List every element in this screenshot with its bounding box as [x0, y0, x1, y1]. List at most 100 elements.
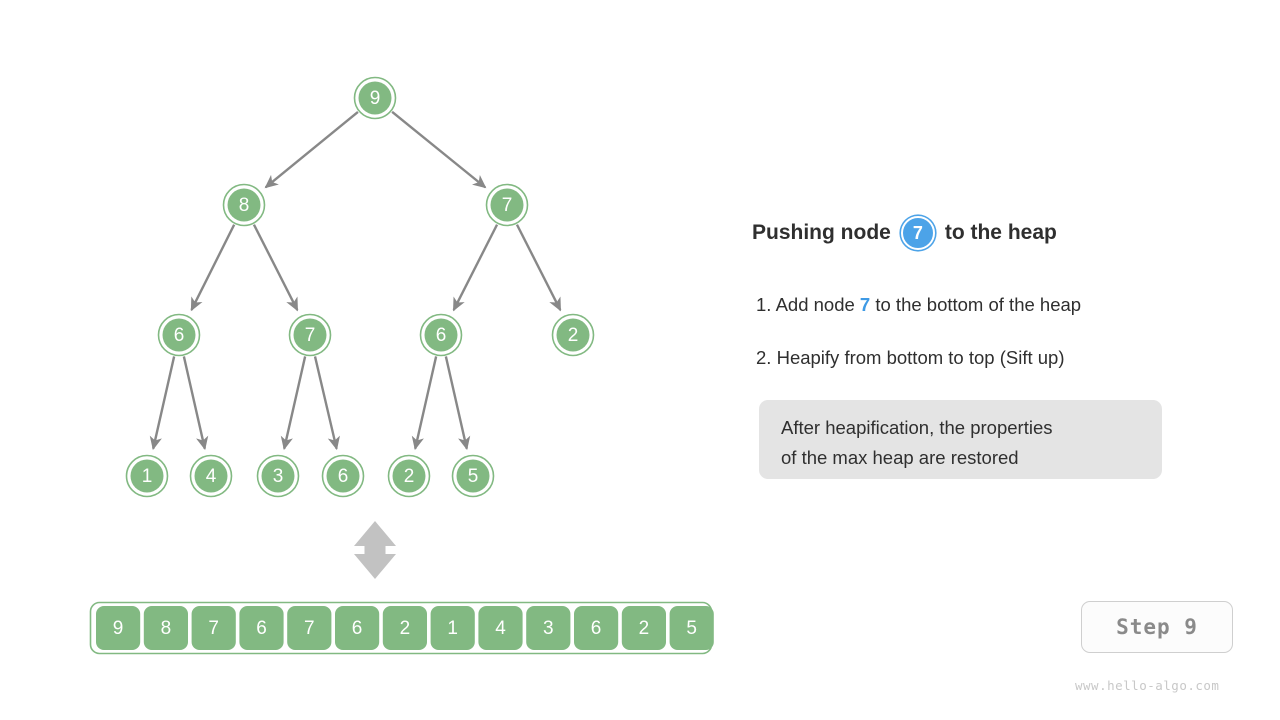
array-cell[interactable]: 6 — [239, 606, 284, 650]
tree-nodes: 9 8 7 6 7 6 2 1 4 3 6 2 5 — [125, 76, 595, 498]
tree-node-value: 4 — [206, 466, 217, 487]
tree-node-circle — [261, 459, 295, 493]
array-cell-box — [335, 606, 380, 650]
tree-node-circle — [456, 459, 490, 493]
tree-node-ring — [222, 183, 266, 227]
array-cell-box — [239, 606, 284, 650]
tree-edge — [313, 356, 340, 451]
tree-node-ring — [551, 313, 595, 357]
tree-edge — [264, 110, 359, 189]
array-cell[interactable]: 6 — [574, 606, 619, 650]
tree-node[interactable]: 4 — [189, 454, 233, 498]
tree-edge — [149, 356, 176, 451]
tree-node-circle — [358, 81, 392, 115]
tree-node-ring — [256, 454, 300, 498]
tree-node[interactable]: 6 — [321, 454, 365, 498]
tree-node-ring — [288, 313, 332, 357]
tree-node[interactable]: 3 — [256, 454, 300, 498]
array-cell[interactable]: 4 — [478, 606, 523, 650]
tree-node-value: 2 — [404, 466, 415, 487]
tree-node-circle — [130, 459, 164, 493]
tree-node-value: 1 — [142, 466, 153, 487]
array-cell[interactable]: 6 — [335, 606, 380, 650]
tree-edge — [182, 356, 209, 451]
tree-node[interactable]: 2 — [387, 454, 431, 498]
tree-node-ring — [451, 454, 495, 498]
array-cell-value: 7 — [304, 618, 315, 639]
tree-edge — [444, 356, 471, 451]
array-cell-value: 7 — [208, 618, 219, 639]
tree-node-value: 6 — [174, 325, 185, 346]
step-counter-badge: Step 9 — [1081, 601, 1233, 653]
tree-node[interactable]: 2 — [551, 313, 595, 357]
tree-node-value: 6 — [338, 466, 349, 487]
tree-edge — [252, 224, 299, 312]
tree-node[interactable]: 7 — [288, 313, 332, 357]
array-cell[interactable]: 2 — [382, 606, 427, 650]
tree-node-ring — [125, 454, 169, 498]
tree-node[interactable]: 8 — [222, 183, 266, 227]
tree-node-value: 9 — [370, 88, 381, 109]
tree-node-ring — [353, 76, 397, 120]
tree-node-value: 8 — [239, 195, 250, 216]
step-2-text-pre: Heapify from bottom to top (Sift up) — [776, 347, 1065, 368]
step-1-number: 1. — [756, 294, 772, 315]
tree-edge — [515, 224, 562, 312]
tree-node-circle — [424, 318, 458, 352]
array-cell-value: 9 — [113, 618, 124, 639]
tree-node-ring — [485, 183, 529, 227]
array-cell[interactable]: 1 — [430, 606, 475, 650]
array-cell[interactable]: 5 — [669, 606, 714, 650]
tree-node-circle — [556, 318, 590, 352]
tree-edge — [280, 356, 307, 451]
tree-node-circle — [392, 459, 426, 493]
tree-node[interactable]: 1 — [125, 454, 169, 498]
tree-node-value: 3 — [273, 466, 284, 487]
step-1-text-post: to the bottom of the heap — [875, 294, 1082, 315]
tree-node-ring — [387, 454, 431, 498]
array-cell-box — [478, 606, 523, 650]
instruction-step-2: 2. Heapify from bottom to top (Sift up) — [756, 347, 1064, 369]
array-cell-value: 5 — [686, 618, 697, 639]
array-cell-box — [191, 606, 236, 650]
tree-node-ring — [419, 313, 463, 357]
array-cell[interactable]: 9 — [96, 606, 141, 650]
tree-edge — [411, 356, 438, 451]
array-cell-value: 8 — [161, 618, 172, 639]
instruction-step-1: 1. Add node 7 to the bottom of the heap — [756, 294, 1081, 316]
array-cell-value: 1 — [447, 618, 458, 639]
tree-node-value: 2 — [568, 325, 579, 346]
tree-node-ring — [189, 454, 233, 498]
array-cell[interactable]: 8 — [143, 606, 188, 650]
array-cell-value: 4 — [495, 618, 506, 639]
array-cell[interactable]: 7 — [191, 606, 236, 650]
array-cell[interactable]: 3 — [526, 606, 571, 650]
array-cell-value: 3 — [543, 618, 554, 639]
tree-node[interactable]: 5 — [451, 454, 495, 498]
tree-node-ring — [157, 313, 201, 357]
array-cell[interactable]: 2 — [621, 606, 666, 650]
info-callout-text: After heapification, the properties of t… — [781, 417, 1053, 468]
explanation-panel: Pushing node 7 to the heap 1. Add node 7… — [752, 0, 1280, 720]
array-cell-box — [287, 606, 332, 650]
tree-edges — [149, 110, 562, 451]
tree-node[interactable]: 6 — [157, 313, 201, 357]
tree-edge — [391, 110, 487, 189]
step-1-highlight-value: 7 — [859, 294, 871, 315]
array-cell[interactable]: 7 — [287, 606, 332, 650]
array-cell-value: 6 — [256, 618, 267, 639]
tree-array-link-arrow — [354, 521, 396, 579]
panel-title: Pushing node 7 to the heap — [752, 216, 1057, 250]
step-1-text-pre: Add node — [775, 294, 855, 315]
tree-node[interactable]: 7 — [485, 183, 529, 227]
array-cell-box — [574, 606, 619, 650]
tree-node-circle — [326, 459, 360, 493]
step-2-number: 2. — [756, 347, 772, 368]
tree-node[interactable]: 9 — [353, 76, 397, 120]
array-cell-value: 6 — [352, 618, 363, 639]
info-callout-box: After heapification, the properties of t… — [759, 400, 1162, 479]
tree-node[interactable]: 6 — [419, 313, 463, 357]
